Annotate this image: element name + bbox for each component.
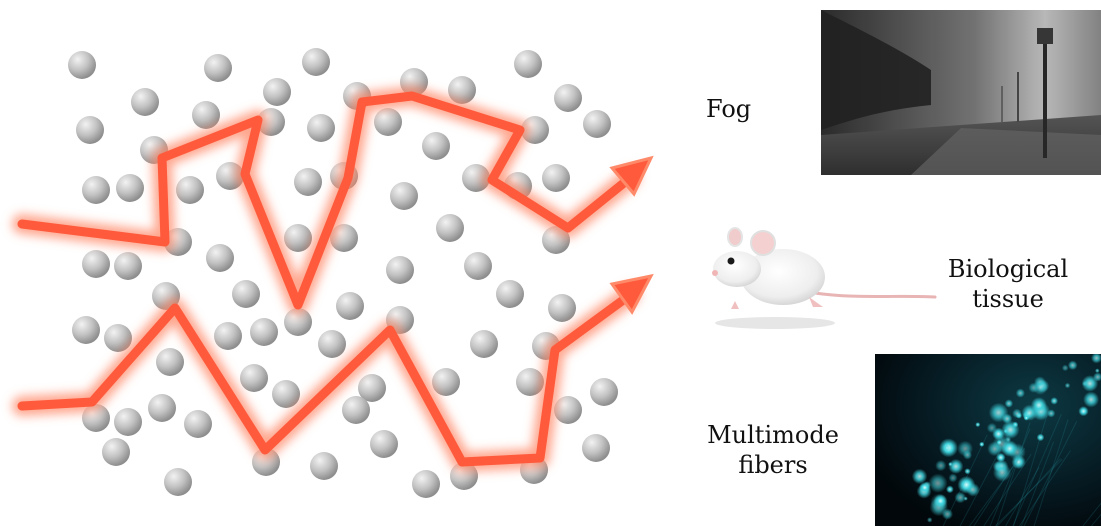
fiber-tip [927,517,932,522]
scattering-particle [542,164,570,192]
fiber-tip [948,459,963,474]
scattering-particle [164,468,192,496]
scattering-particle [192,101,220,129]
fiber-tip [1002,414,1012,424]
fiber-tip [1031,397,1047,413]
scattering-particle [386,256,414,284]
scattering-particle [422,132,450,160]
scattering-particle [412,470,440,498]
optical-fiber-bundle-photo [875,354,1101,526]
fiber-tip [1062,365,1069,372]
scattering-particle [250,318,278,346]
scattering-particle [318,330,346,358]
scattering-particle [102,438,130,466]
scattering-particle [590,378,618,406]
scattering-particle [114,408,142,436]
fiber-tip [1050,397,1058,405]
scattering-particle [68,51,96,79]
scattering-particle [342,396,370,424]
scattering-particle [76,116,104,144]
scattering-particle [374,108,402,136]
fiber-tip [1078,406,1088,416]
scattering-particle [582,434,610,462]
scattering-particle [496,280,524,308]
scattering-particle [390,182,418,210]
fiber-tip [949,473,958,482]
biological-tissue-label-line1: Biological [938,254,1078,284]
scattering-particle [114,252,142,280]
scattering-particle [432,368,460,396]
scattering-particle [214,322,242,350]
fiber-tip [912,469,927,484]
scattering-particle [310,452,338,480]
fiber-tip [1095,368,1100,373]
scattering-particle [263,78,291,106]
fiber-tip [934,494,947,507]
scattering-particle [583,110,611,138]
scattering-particle [272,380,300,408]
fiber-tip [948,462,952,466]
fiber-tip [935,460,946,471]
fiber-tip [1016,389,1025,398]
fiber-tip [1083,392,1099,408]
scattering-particle [184,410,212,438]
biological-tissue-label-line2: tissue [938,284,1078,314]
scattering-particle [204,54,232,82]
scattering-particle [82,176,110,204]
scattering-medium-diagram [0,0,660,526]
multimode-fibers-label: Multimode fibers [698,420,848,480]
scattering-particle [548,294,576,322]
scattering-particle [370,430,398,458]
fiber-tip [1033,380,1048,395]
multimode-fibers-label-line2: fibers [698,450,848,480]
scattering-particle [156,348,184,376]
multimode-fibers-label-line1: Multimode [698,420,848,450]
biological-tissue-label: Biological tissue [938,254,1078,314]
fiber-tip [919,482,930,493]
light-paths [22,96,651,462]
scattering-particle [464,252,492,280]
fiber-tip [963,450,972,459]
fiber-tip [987,423,997,433]
foggy-street-lamp-photo [821,10,1101,175]
white-mouse-photo [705,215,940,340]
fiber-tip [1012,409,1022,419]
fiber-tip [964,497,968,501]
fiber-tip [966,483,980,497]
scattering-particle [148,394,176,422]
scattering-particle [232,280,260,308]
scattering-particle [176,176,204,204]
scattering-particle [436,214,464,242]
scattering-particle [554,84,582,112]
scattering-particle [240,364,268,392]
scattering-particle [336,292,364,320]
scattering-particle [302,48,330,76]
scattering-particle [82,250,110,278]
fiber-tip [1065,383,1070,388]
scattering-particle [116,174,144,202]
scattering-particle [470,330,498,358]
scattering-particle [72,316,100,344]
scattering-particle [131,88,159,116]
fiber-tip [1024,415,1029,420]
scattering-particle [206,244,234,272]
scattering-particle [284,224,312,252]
fiber-tip [993,435,1011,453]
scattering-particle [307,114,335,142]
fiber-tip [975,422,980,427]
scattering-particle [514,50,542,78]
fog-label: Fog [706,94,751,124]
fiber-tip [946,485,954,493]
fiber-tip [1068,361,1078,371]
fiber-tip [944,445,949,450]
scattering-particle [554,396,582,424]
scattering-particle [294,168,322,196]
